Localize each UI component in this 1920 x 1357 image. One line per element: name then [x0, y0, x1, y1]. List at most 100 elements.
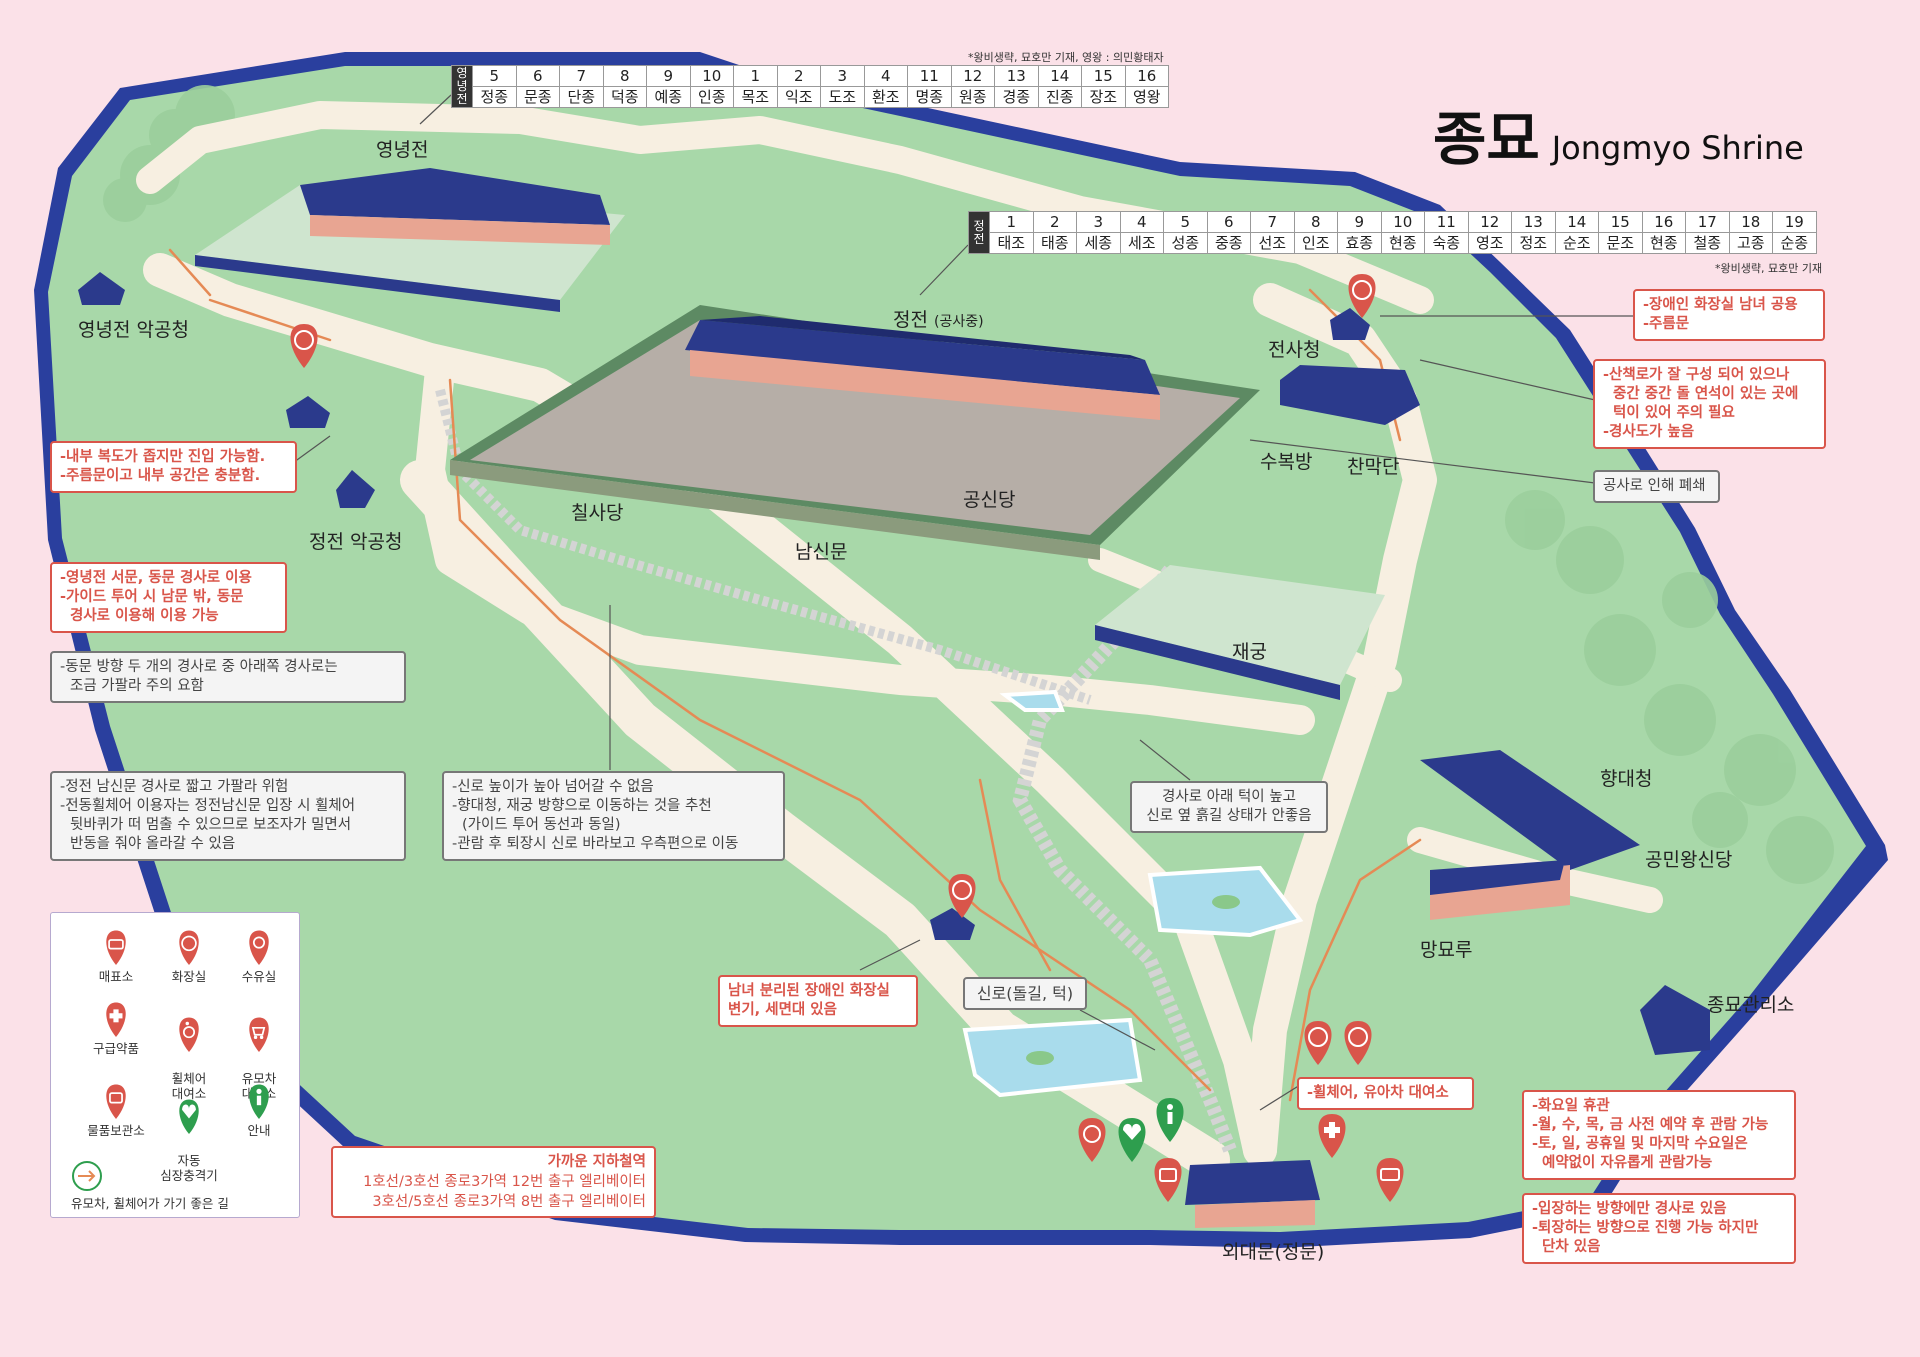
legend-item: 휠체어 대여소: [149, 999, 229, 1101]
table-number-cell: 7: [1250, 211, 1295, 233]
note-line: 공사로 인해 폐쇄: [1603, 478, 1706, 494]
table-name-cell: 세조: [1119, 232, 1164, 254]
note-hours: -화요일 휴관 -월, 수, 목, 금 사전 예약 후 관람 가능 -토, 일,…: [1522, 1090, 1796, 1180]
locker-icon: [106, 1084, 126, 1119]
label-oedaemun: 외대문(정문): [1222, 1241, 1325, 1263]
label-hyangdaecheong: 향대청: [1600, 768, 1653, 790]
label-gongminwangsindang: 공민왕신당: [1645, 849, 1733, 871]
table-number-cell: 14: [1037, 65, 1082, 87]
table-name-cell: 진종: [1037, 86, 1082, 108]
table-name-cell: 숙종: [1424, 232, 1469, 254]
table-number-cell: 15: [1081, 65, 1126, 87]
note-line: -주름문: [1643, 316, 1690, 332]
table-name-cell: 고종: [1728, 232, 1773, 254]
note-line: 남녀 분리된 장애인 화장실: [728, 983, 890, 999]
information-icon: [249, 1084, 269, 1119]
restroom-marker-south: [948, 874, 976, 918]
label-jeongjeon: 정전 (공사중): [893, 305, 984, 332]
table-name-cell: 익조: [776, 86, 821, 108]
jeongjeon-table-header: 정전: [968, 211, 990, 254]
note-line: (가이드 투어 동선과 동일): [462, 817, 621, 833]
note-line: -정전 남신문 경사로 짧고 가팔라 위험: [60, 779, 289, 795]
table-number-cell: 11: [907, 65, 952, 87]
label-subokbang: 수복방: [1260, 451, 1313, 473]
table-name-cell: 단종: [559, 86, 604, 108]
note-line: -관람 후 퇴장시 신로 바라보고 우측편으로 이동: [452, 836, 739, 852]
table-name-cell: 세종: [1076, 232, 1121, 254]
aed-marker: [1118, 1118, 1146, 1162]
note-yeongnyeongjeon-slope: -영녕전 서문, 동문 경사로 이용 -가이드 투어 시 남문 밖, 동문 경사…: [50, 562, 287, 633]
table-number-cell: 5: [1163, 211, 1208, 233]
note-line: -향대청, 재궁 방향으로 이동하는 것을 추천: [452, 798, 712, 814]
oedaemun-gate: [1185, 1160, 1320, 1228]
table-number-cell: 4: [1119, 211, 1164, 233]
legend-item: 매표소: [76, 927, 156, 984]
legend-label: 구급약품: [92, 1041, 139, 1056]
jeonsacheong-compound: [1280, 365, 1420, 425]
table-number-cell: 3: [820, 65, 865, 87]
label-chilsadang: 칠사당: [571, 502, 624, 524]
legend-label: 매표소: [98, 969, 134, 984]
ticket-office-marker: [1376, 1158, 1404, 1202]
table-name-cell: 태조: [989, 232, 1034, 254]
legend-item: 안내: [219, 1081, 299, 1138]
note-yeongnyeongjeon-restroom: -내부 복도가 좁지만 진입 가능함. -주름문이고 내부 공간은 충분함.: [50, 441, 297, 493]
restroom-marker-jeonsacheong: [1348, 274, 1376, 318]
label-jeongjeon-akgongcheong: 정전 악공청: [309, 531, 403, 553]
note-line: 신로(돌길, 턱): [976, 984, 1074, 1003]
note-line: -신로 높이가 높아 넘어갈 수 없음: [452, 779, 654, 795]
table-number-cell: 6: [515, 65, 560, 87]
note-trail: -산책로가 잘 구성 되어 있으나 중간 중간 돌 연석이 있는 곳에 턱이 있…: [1593, 359, 1826, 449]
label-chanmakdan: 찬막단: [1347, 456, 1400, 478]
table-number-cell: 1: [733, 65, 778, 87]
note-rental: -휠체어, 유아차 대여소: [1297, 1077, 1474, 1110]
table-name-cell: 순종: [1772, 232, 1817, 254]
table-name-cell: 중종: [1206, 232, 1251, 254]
table-name-cell: 철종: [1685, 232, 1730, 254]
note-line: 단차 있음: [1542, 1239, 1601, 1255]
table-number-cell: 6: [1206, 211, 1251, 233]
table-number-cell: 15: [1598, 211, 1643, 233]
jeongjeon-main-hall: [685, 316, 1160, 420]
legend-label: 휠체어 대여소: [171, 1071, 207, 1101]
wheelchair-rental-marker: [1304, 1021, 1332, 1065]
table-name-cell: 영왕: [1124, 86, 1169, 108]
table-name-cell: 효종: [1337, 232, 1382, 254]
table-name-cell: 환조: [863, 86, 908, 108]
note-line: -산책로가 잘 구성 되어 있으나: [1603, 367, 1790, 383]
table-number-cell: 2: [776, 65, 821, 87]
stroller-rental-marker: [1344, 1021, 1372, 1065]
label-jongmyo-office: 종묘관리소: [1707, 994, 1795, 1016]
note-line: -경사도가 높음: [1603, 424, 1695, 440]
ticket-office-icon: [106, 930, 126, 965]
note-line: 중간 중간 돌 연석이 있는 곳에: [1613, 386, 1799, 402]
table-name-cell: 영조: [1467, 232, 1512, 254]
table-name-cell: 인종: [689, 86, 734, 108]
table-name-cell: 경종: [994, 86, 1039, 108]
note-line: -가이드 투어 시 남문 밖, 동문: [60, 589, 244, 605]
restroom-icon: [179, 930, 199, 965]
table-number-cell: 4: [863, 65, 908, 87]
note-closed: 공사로 인해 폐쇄: [1593, 470, 1720, 503]
note-line: -동문 방향 두 개의 경사로 중 아래쪽 경사로는: [60, 659, 338, 675]
legend-item: 물품보관소: [76, 1081, 156, 1138]
table-name-cell: 정종: [472, 86, 517, 108]
nursing-room-icon: [249, 930, 269, 965]
table-number-cell: 17: [1685, 211, 1730, 233]
legend-item: 구급약품: [76, 999, 156, 1056]
yeongnyeongjeon-compound: [195, 168, 625, 312]
nursing-room-marker: [1078, 1118, 1106, 1162]
table-number-cell: 12: [1467, 211, 1512, 233]
wheelchair-rental-icon: [179, 1017, 199, 1052]
note-line: -월, 수, 목, 금 사전 예약 후 관람 가능: [1532, 1117, 1769, 1133]
table-number-cell: 9: [646, 65, 691, 87]
legend-route-item: 유모차, 휠체어가 가기 좋은 길: [71, 1160, 291, 1211]
small-pavilions: [78, 272, 1370, 940]
table-name-cell: 현종: [1380, 232, 1425, 254]
title-korean: 종묘: [1433, 105, 1540, 173]
subway-title: 가까운 지하철역: [547, 1154, 646, 1170]
table-name-cell: 예종: [646, 86, 691, 108]
label-jeonsacheong: 전사청: [1268, 339, 1321, 361]
